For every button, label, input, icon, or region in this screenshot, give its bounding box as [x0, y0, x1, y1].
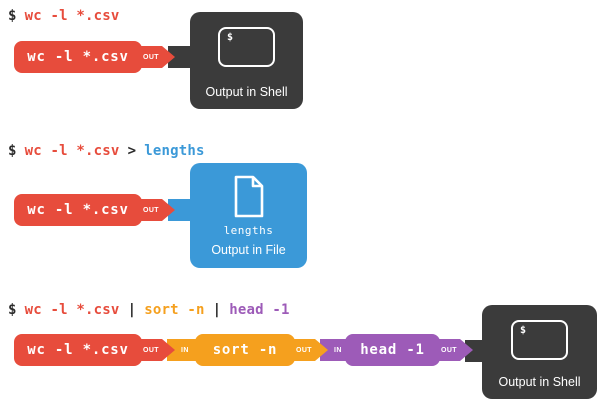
terminal-prompt: $: [520, 325, 527, 336]
flow-arrow-icon: [460, 339, 473, 361]
terminal-icon: $: [511, 320, 568, 360]
output-in-shell-box-1: $ Output in Shell: [190, 12, 303, 109]
command-text-wc: wc -l *.csv: [24, 302, 120, 318]
out-tab: OUT: [293, 339, 315, 361]
command-line-2: $ wc -l *.csv > lengths: [8, 143, 205, 159]
shell-prompt: $: [8, 302, 17, 318]
in-label: IN: [334, 346, 342, 354]
command-block-label: wc -l *.csv: [27, 342, 129, 358]
command-block-head: head -1: [345, 334, 440, 366]
out-label: OUT: [143, 206, 159, 214]
file-icon: [233, 175, 265, 218]
out-label: OUT: [143, 346, 159, 354]
out-tab: OUT: [140, 339, 162, 361]
command-block-label: wc -l *.csv: [27, 202, 129, 218]
flow-arrow-icon: [162, 199, 175, 221]
pipe-operator: |: [127, 302, 137, 318]
output-in-file-box: lengths Output in File: [190, 163, 307, 268]
command-block-label: sort -n: [212, 342, 278, 358]
command-line-3: $ wc -l *.csv | sort -n | head -1: [8, 302, 290, 318]
out-tab: OUT: [140, 199, 162, 221]
in-stem: IN: [167, 339, 199, 361]
out-label: OUT: [143, 53, 159, 61]
out-label: OUT: [296, 346, 312, 354]
command-block-wc-3: wc -l *.csv: [14, 334, 142, 366]
command-block-label: wc -l *.csv: [27, 49, 129, 65]
output-in-shell-box-2: $ Output in Shell: [482, 305, 597, 399]
file-name: lengths: [223, 224, 274, 237]
shell-box-caption: Output in Shell: [205, 85, 288, 99]
command-text-wc: wc -l *.csv: [24, 143, 120, 159]
flow-arrow-icon: [162, 339, 175, 361]
in-label: IN: [181, 346, 189, 354]
command-block-label: head -1: [360, 342, 425, 358]
flow-arrow-icon: [315, 339, 328, 361]
shell-prompt: $: [8, 143, 17, 159]
shell-prompt: $: [8, 8, 17, 24]
command-line-1: $ wc -l *.csv: [8, 8, 120, 24]
out-tab: OUT: [140, 46, 162, 68]
command-text-sort: sort -n: [144, 302, 205, 318]
shell-box-caption: Output in Shell: [498, 375, 581, 389]
command-block-wc-1: wc -l *.csv: [14, 41, 142, 73]
command-block-wc-2: wc -l *.csv: [14, 194, 142, 226]
out-tab: OUT: [438, 339, 460, 361]
out-label: OUT: [441, 346, 457, 354]
pipe-operator: |: [212, 302, 222, 318]
terminal-icon: $: [218, 27, 275, 67]
file-box-caption: Output in File: [211, 243, 286, 257]
redirect-operator: >: [127, 143, 137, 159]
command-text-head: head -1: [229, 302, 290, 318]
flow-arrow-icon: [162, 46, 175, 68]
command-block-sort: sort -n: [195, 334, 295, 366]
target-file-text: lengths: [144, 143, 205, 159]
terminal-prompt: $: [227, 32, 234, 43]
command-text-wc: wc -l *.csv: [24, 8, 120, 24]
